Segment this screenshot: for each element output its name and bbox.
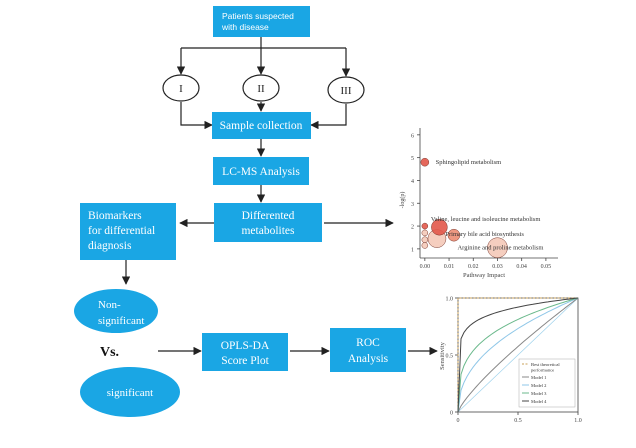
- biomarkers-line-1: Biomarkers: [88, 210, 142, 222]
- lcms-box: LC-MS Analysis: [213, 157, 309, 185]
- roc-series-line: [457, 297, 579, 413]
- roc-legend-label: Model 2: [531, 383, 547, 388]
- group-3-label: III: [341, 85, 352, 97]
- roc-chance-line: [457, 297, 579, 413]
- group-3-ellipse: III: [327, 76, 365, 104]
- biomarkers-box: Biomarkers for differential diagnosis: [80, 203, 176, 260]
- significant-ellipse: significant: [80, 367, 180, 417]
- oplsda-line-2: Score Plot: [221, 355, 269, 367]
- pathway-y-tick-label: 2: [411, 225, 414, 231]
- group-1-label: I: [179, 83, 183, 95]
- roc-y-tick-label: 0.5: [446, 354, 454, 360]
- roc-y-axis-label: Sensitivity: [439, 341, 446, 370]
- roc-legend-label: Model 3: [531, 391, 547, 396]
- lcms-label: LC-MS Analysis: [222, 166, 300, 178]
- roc-series-line: [457, 297, 578, 412]
- pathway-y-tick-label: 1: [411, 247, 414, 253]
- pathway-bubble: [421, 236, 429, 244]
- sample-collection-label: Sample collection: [220, 120, 303, 132]
- roc-y-tick-label: 1.0: [446, 297, 454, 303]
- differented-line-2: metabolites: [241, 225, 295, 237]
- differented-box: Differented metabolites: [214, 203, 322, 242]
- pathway-x-axis-label: Pathway Impact: [463, 272, 505, 279]
- roc-line-2: Analysis: [348, 353, 389, 365]
- patients-line-2: with disease: [221, 22, 269, 32]
- pathway-y-tick-label: 3: [411, 202, 414, 208]
- non-significant-line-2: significant: [98, 315, 144, 327]
- pathway-x-tick-label: 0.05: [541, 264, 552, 270]
- pathway-x-tick-label: 0.02: [468, 264, 479, 270]
- group-1-ellipse: I: [162, 74, 200, 102]
- pathway-y-tick-label: 5: [411, 156, 414, 162]
- differented-line-1: Differented: [242, 210, 295, 222]
- pathway-bubble: [421, 229, 429, 237]
- pathway-y-tick-label: 6: [411, 133, 414, 139]
- connectors: [121, 37, 438, 356]
- roc-legend-label: Model 1: [531, 375, 547, 380]
- roc-y-tick-label: 0: [450, 411, 453, 417]
- roc-x-tick-label: 0.5: [514, 418, 522, 424]
- roc-line-1: ROC: [356, 337, 380, 349]
- pathway-bubble: [487, 237, 508, 258]
- pathway-annotation: Sphingolipid metabolism: [436, 159, 502, 166]
- pathway-y-axis-label: -log(p): [399, 192, 406, 209]
- roc-legend-label: performance: [531, 368, 554, 373]
- patients-box: Patients suspected with disease: [213, 6, 310, 37]
- roc-legend: [518, 358, 576, 408]
- roc-legend-label: Model 4: [531, 399, 547, 404]
- group-2-label: II: [257, 83, 265, 95]
- pathway-bubble: [421, 242, 429, 249]
- oplsda-box: OPLS-DA Score Plot: [202, 333, 288, 371]
- pathway-bubble: [421, 222, 429, 230]
- arrow-group-1-to-sample: [180, 102, 213, 130]
- pathway-y-tick-label: 4: [411, 179, 414, 185]
- biomarkers-line-3: diagnosis: [88, 240, 132, 252]
- roc-box: ROC Analysis: [330, 328, 406, 372]
- roc-series-line: [457, 297, 579, 413]
- pathway-x-tick-label: 0.01: [444, 264, 455, 270]
- pathway-impact-chart: 1 2 3 4 5 6 0.00 0.01 0.02 0.03 0.04 0.05 -log(p) Pat…: [399, 128, 558, 279]
- pathway-bubble: [447, 228, 461, 242]
- pathway-annotation: Primary bile acid biosynthesis: [445, 231, 524, 238]
- roc-series-line: [457, 297, 579, 413]
- non-significant-ellipse: Non- significant: [74, 289, 158, 333]
- roc-legend-label: Best theoretical: [531, 362, 560, 367]
- oplsda-line-1: OPLS-DA: [221, 340, 270, 352]
- pathway-x-tick-label: 0.00: [420, 264, 431, 270]
- patients-line-1: Patients suspected: [222, 11, 294, 21]
- non-significant-line-1: Non-: [98, 299, 121, 311]
- roc-x-tick-label: 0: [457, 418, 460, 424]
- pathway-x-tick-label: 0.03: [492, 264, 503, 270]
- significant-label: significant: [107, 387, 153, 399]
- sample-collection-box: Sample collection: [212, 112, 311, 139]
- pathway-bubble: [420, 157, 430, 167]
- group-2-ellipse: II: [242, 74, 280, 102]
- roc-x-tick-label: 1.0: [574, 418, 582, 424]
- arrow-group-3-to-sample: [310, 104, 347, 130]
- roc-series-line: [457, 297, 579, 413]
- pathway-bubble: [431, 218, 448, 236]
- pathway-annotation: Arginine and proline metabolism: [457, 245, 543, 252]
- biomarkers-line-2: for differential: [88, 225, 155, 237]
- vs-label: Vs.: [100, 345, 119, 360]
- pathway-x-tick-label: 0.04: [516, 264, 527, 270]
- pathway-annotation: Valine, leucine and isoleucine metabolis…: [431, 216, 541, 223]
